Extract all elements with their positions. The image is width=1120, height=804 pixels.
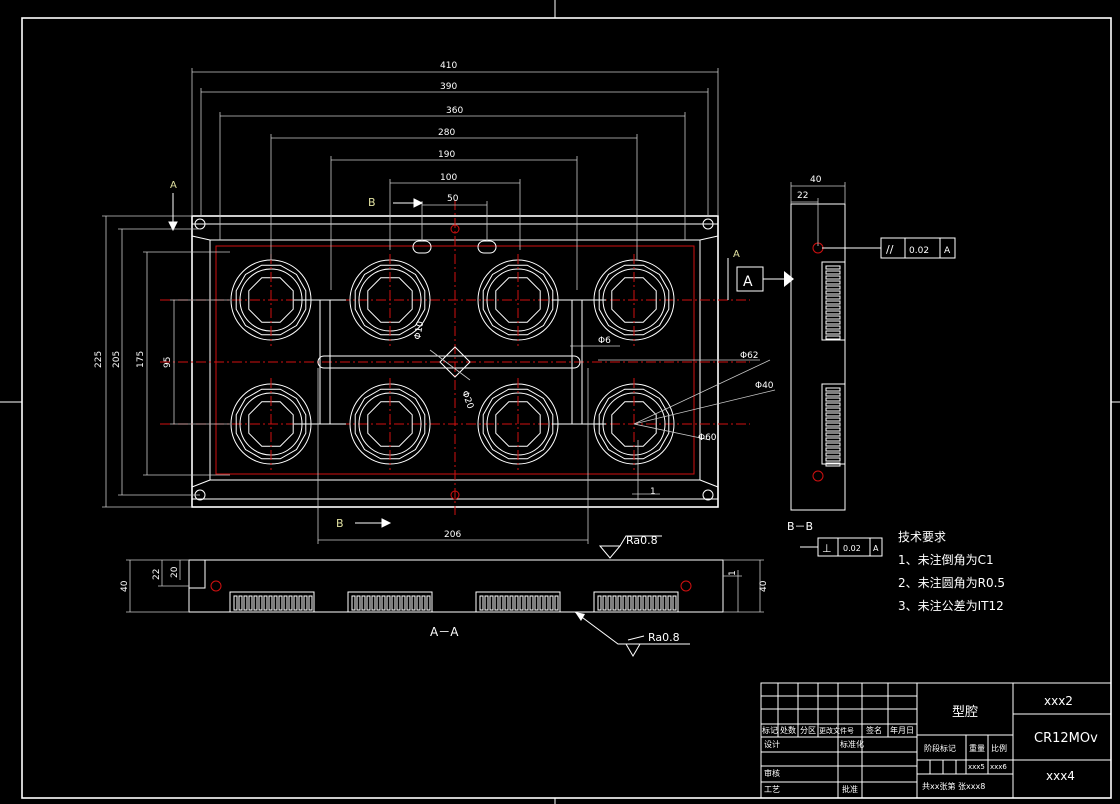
gdt-parallel-value: 0.02 [909,246,929,256]
tb-sheets: 共xx张第 张xxx8 [922,781,985,791]
section-mark-b-top: B [368,196,376,209]
section-a-a: 40 22 20 40 1 A－A Ra0.8 Ra0.8 [120,534,769,657]
tb-zone: 分区 [800,726,816,735]
tech-req-2: 2、未注圆角为R0.5 [898,575,1005,590]
tb-scale: xxx6 [990,763,1007,771]
datum-a-label: A [743,274,753,290]
tb-part-name: 型腔 [952,705,978,720]
dim-phi10: Φ10 [413,320,426,340]
aa-dim-20: 20 [170,566,180,578]
dim-206: 206 [444,530,461,540]
tb-process: 工艺 [764,785,780,794]
tb-standardize: 标准化 [840,739,864,749]
tb-count: 处数 [780,725,796,735]
cavity-3 [477,254,559,346]
tb-weight: xxx5 [968,763,985,771]
aa-dim-40-right: 40 [759,580,769,592]
aa-dim-22: 22 [152,569,162,580]
title-block: 标记 处数 分区 更改文件号 签名 年月日 设计 标准化 阶段标记 重量 比例 … [760,682,1112,799]
gdt-perp-datum: A [873,544,879,553]
cavity-2 [349,254,431,346]
section-mark-b-bottom: B [336,517,344,530]
tb-design: 设计 [764,739,780,749]
gdt-perp-symbol: ⊥ [822,542,832,555]
section-label-aa: A－A [430,625,459,639]
side-dim-40: 40 [810,175,822,185]
cavity-8 [593,378,675,470]
tech-req-1: 1、未注倒角为C1 [898,552,994,567]
tb-approve: 批准 [842,784,858,794]
dim-phi60: Φ60 [698,433,717,443]
dim-360: 360 [446,106,463,116]
dim-390: 390 [440,82,457,92]
dim-phi40: Φ40 [755,381,774,391]
cavity-5 [230,378,312,470]
tb-review: 审核 [764,768,780,778]
tb-drawing-no: xxx2 [1044,694,1073,708]
dim-phi62: Φ62 [740,351,759,361]
aa-dim-1: 1 [728,570,738,576]
dim-225: 225 [94,351,104,368]
dim-50: 50 [447,194,459,204]
roughness-bottom: Ra0.8 [648,631,680,644]
tb-stage-mark: 阶段标记 [924,743,956,753]
tech-req-3: 3、未注公差为IT12 [898,598,1004,613]
gdt-parallel-symbol: // [886,243,894,256]
dim-205: 205 [112,351,122,368]
dim-175: 175 [136,351,146,368]
dim-100: 100 [440,173,457,183]
dim-190: 190 [438,150,455,160]
tb-signature: 签名 [866,725,882,735]
tb-date: 年月日 [890,725,914,735]
dim-1: 1 [650,487,656,497]
main-runner [317,355,581,369]
dim-280: 280 [438,128,455,138]
tech-requirements: 技术要求 1、未注倒角为C1 2、未注圆角为R0.5 3、未注公差为IT12 [898,530,1005,613]
roughness-top: Ra0.8 [626,534,658,547]
tb-mark: 标记 [762,725,778,735]
section-label-bb: B－B [787,520,813,533]
side-dim-22: 22 [797,191,808,201]
dim-phi20: Φ20 [459,390,475,411]
sprue [439,346,471,378]
tb-weight-header: 重量 [969,743,985,753]
section-mark-a-top: A [170,180,177,191]
tb-material: CR12MOv [1034,731,1098,746]
gdt-parallel-datum: A [944,246,951,256]
cavity-7 [477,378,559,470]
dim-95: 95 [163,357,173,368]
gdt-perp-value: 0.02 [843,544,861,553]
datum-a: A [736,266,794,292]
tb-scale-header: 比例 [991,743,1007,753]
aa-dim-40-left: 40 [120,580,130,592]
top-view [160,200,750,515]
tb-change-doc: 更改文件号 [819,726,854,735]
tech-req-title: 技术要求 [898,530,946,544]
cavity-4 [593,254,675,346]
dim-410: 410 [440,61,457,71]
section-mark-a-right: A [733,249,740,260]
side-view: 40 22 // 0.02 A B－B ⊥ 0.02 A [787,175,956,557]
tb-company: xxx4 [1046,769,1075,783]
dim-phi6: Φ6 [598,336,611,346]
cavity-6 [349,378,431,470]
top-view-dimensions: 410 390 360 280 190 100 50 206 225 205 1… [94,61,776,544]
